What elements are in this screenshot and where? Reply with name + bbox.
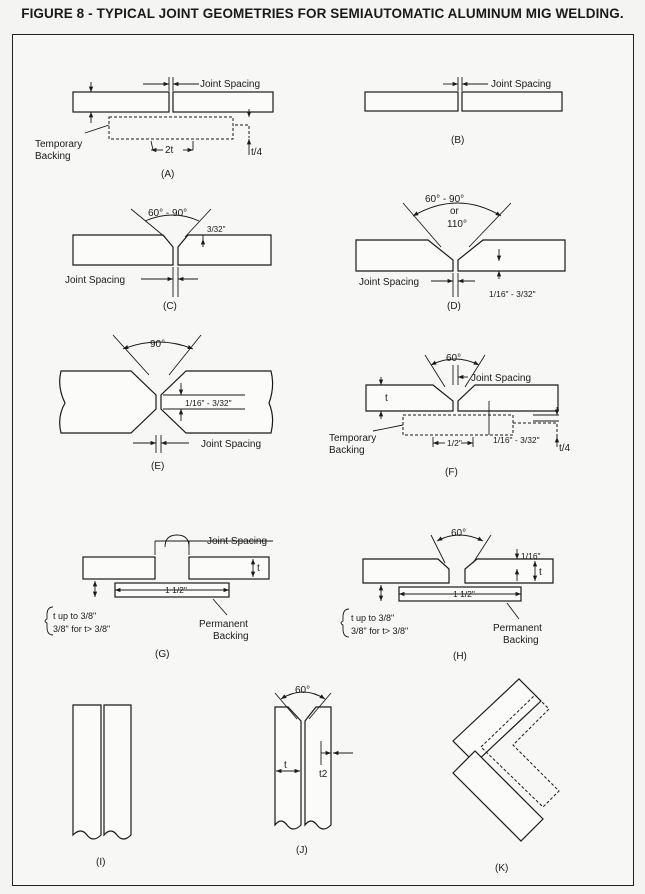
label-b-spacing: Joint Spacing (491, 79, 551, 90)
label-f-t4: t/4 (559, 443, 571, 454)
joint-c: 60° - 90° 3/32" Joint Spacing (C) (65, 208, 272, 312)
label-a-backing: Backing (35, 151, 71, 162)
label-d-dim: 1/16" - 3/32" (489, 289, 536, 299)
joint-g: Joint Spacing t 1 1/2" t up to 3/8" 3/8"… (44, 534, 273, 660)
caption-k: (K) (495, 863, 508, 874)
plate-g-left (82, 556, 156, 580)
label-a-2t: 2t (165, 145, 174, 156)
label-e-angle: 90° (150, 339, 165, 350)
plate-k-lower (452, 750, 544, 842)
label-e-dim: 1/16" - 3/32" (185, 398, 232, 408)
label-h-dim: 1 1/2" (453, 589, 475, 599)
joint-k: (K) (452, 678, 560, 874)
label-h-t: t (539, 567, 542, 578)
label-h-backing: Backing (503, 635, 539, 646)
caption-g: (G) (155, 649, 169, 660)
label-d-spacing: Joint Spacing (359, 277, 419, 288)
caption-d: (D) (447, 301, 461, 312)
caption-a: (A) (161, 169, 174, 180)
plate-i-left (72, 704, 102, 840)
label-h-t2: 3/8" for t> 3/8" (351, 626, 408, 636)
label-g-backing: Backing (213, 631, 249, 642)
plate-e-left (59, 370, 157, 434)
label-g-t: t (257, 563, 260, 574)
label-f-temporary: Temporary (329, 433, 376, 444)
figure-frame: Joint Spacing Temporary Backing 2t t/4 (… (12, 34, 634, 886)
label-f-spacing: Joint Spacing (471, 373, 531, 384)
joint-h: 60° 1/16" t 1 1/2" t up to 3/8" 3/8" for… (340, 528, 554, 662)
caption-e: (E) (151, 461, 164, 472)
label-j-t2: t2 (319, 769, 328, 780)
label-d-angle3: 110° (447, 219, 467, 230)
plate-h-right (464, 558, 554, 584)
label-c-dim: 3/32" (207, 225, 226, 234)
label-j-angle: 60° (295, 685, 310, 696)
label-c-spacing: Joint Spacing (65, 275, 125, 286)
label-g-t1: t up to 3/8" (53, 611, 96, 621)
label-d-angle1: 60° - 90° (425, 194, 464, 205)
plate-c-right (177, 234, 272, 266)
joint-i: (I) (72, 704, 132, 868)
plate-c-left (72, 234, 174, 266)
plate-i-right (103, 704, 132, 840)
label-c-angle: 60° - 90° (148, 208, 187, 219)
label-f-dim1: 1/2" (447, 438, 462, 448)
label-j-t: t (284, 760, 287, 771)
joint-j: 60° t t2 (J) (274, 685, 353, 856)
plate-d-left (355, 239, 454, 272)
plate-g-right (188, 556, 270, 580)
plate-j-left (274, 706, 302, 830)
joint-d: 60° - 90° or 110° Joint Spacing 1/16" - … (355, 194, 566, 312)
label-h-permanent: Permanent (493, 623, 542, 634)
plate-f-left (365, 384, 454, 412)
caption-i: (I) (96, 857, 105, 868)
plate-a-right (172, 91, 274, 113)
label-h-angle: 60° (451, 528, 466, 539)
figure-title: FIGURE 8 - TYPICAL JOINT GEOMETRIES FOR … (21, 6, 624, 21)
plate-h-left (362, 558, 450, 584)
label-h-top: 1/16" (521, 551, 541, 561)
plate-f-right (457, 384, 559, 412)
caption-f: (F) (445, 467, 458, 478)
label-f-dim2: 1/16" - 3/32" (493, 435, 540, 445)
joint-b: Joint Spacing (B) (364, 77, 563, 146)
label-g-permanent: Permanent (199, 619, 248, 630)
plate-b-left (364, 91, 459, 112)
label-d-angle2: or (450, 206, 460, 217)
plate-e-right (160, 370, 274, 434)
plate-a-left (72, 91, 170, 113)
caption-c: (C) (163, 301, 177, 312)
caption-j: (J) (296, 845, 308, 856)
plate-b-right (461, 91, 563, 112)
label-e-spacing: Joint Spacing (201, 439, 261, 450)
label-g-spacing: Joint Spacing (207, 536, 267, 547)
label-g-t2: 3/8" for t> 3/8" (53, 624, 110, 634)
backing-a (108, 116, 234, 140)
label-a-t4: t/4 (251, 147, 263, 158)
label-a-spacing: Joint Spacing (200, 79, 260, 90)
plate-k-upper (452, 678, 542, 764)
label-f-t: t (385, 393, 388, 404)
joint-e: 90° 1/16" - 3/32" Joint Spacing (E) (59, 334, 274, 472)
label-f-backing: Backing (329, 445, 365, 456)
caption-b: (B) (451, 135, 464, 146)
backing-k (480, 694, 560, 808)
caption-h: (H) (453, 651, 467, 662)
label-f-angle: 60° (446, 353, 461, 364)
label-g-dim: 1 1/2" (165, 585, 187, 595)
label-h-t1: t up to 3/8" (351, 613, 394, 623)
label-a-temporary: Temporary (35, 139, 82, 150)
joint-a: Joint Spacing Temporary Backing 2t t/4 (… (35, 77, 274, 180)
plate-d-right (457, 239, 566, 272)
plate-j-right (304, 706, 332, 830)
joint-diagrams: Joint Spacing Temporary Backing 2t t/4 (… (35, 77, 571, 874)
joint-f: 60° Joint Spacing t Temporary Backing 1/… (329, 353, 571, 478)
backing-f (402, 414, 514, 436)
